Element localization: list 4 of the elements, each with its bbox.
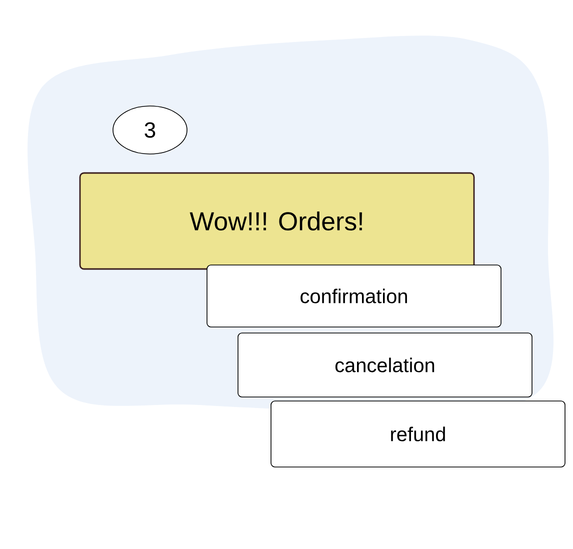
item-box: confirmation	[206, 264, 502, 328]
title-box: Wow!!! Orders!	[79, 172, 475, 270]
item-box: cancelation	[238, 332, 532, 398]
item-box: refund	[270, 400, 566, 468]
